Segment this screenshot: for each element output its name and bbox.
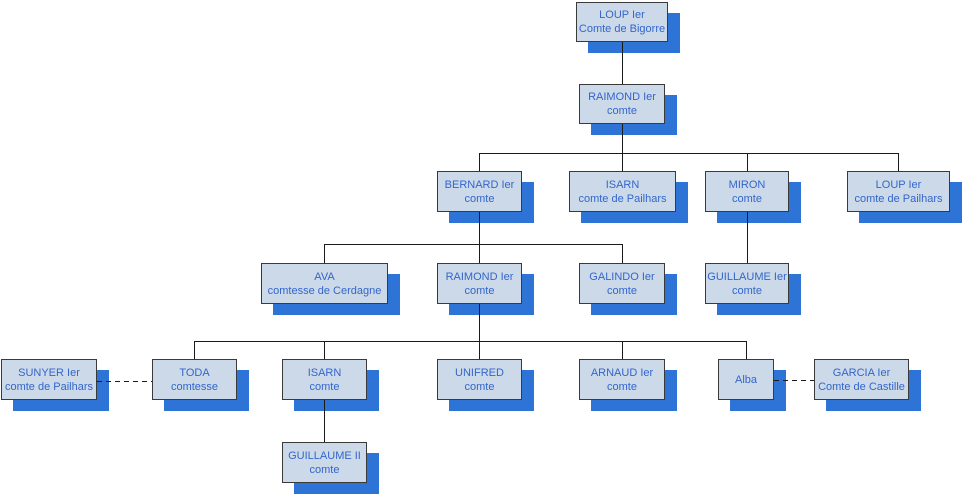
person-name: MIRON [728,178,766,191]
person-name: Alba [734,373,758,386]
person-title: comte [607,380,637,393]
person-title: comte [309,380,340,393]
person-name: ISARN [307,366,342,379]
person-name: RAIMOND Ier [445,270,514,283]
person-title: Comte de Bigorre [578,23,666,35]
person-name: RAIMOND Ier [588,91,656,103]
person-title: comte de Pailhars [4,380,94,393]
person-name: UNIFRED [455,366,504,379]
person-title: comte [464,284,495,297]
person-title: comtesse de Cerdagne [267,284,382,297]
person-title: Comte de Castille [818,380,905,393]
person-title: comte [607,105,637,117]
person-title: comte [732,192,762,205]
person-title: comte [464,380,495,393]
person-title: comte [607,284,637,297]
person-name: GALINDO Ier [589,270,655,283]
person-name: LOUP Ier [875,178,922,191]
person-name: SUNYER Ier [18,366,80,379]
person-name: TODA [179,366,210,379]
person-title: comte [464,192,495,205]
person-name: GARCIA Ier [832,366,891,379]
person-raimond-ier[interactable]: RAIMOND Ier comte [579,84,665,124]
person-name: LOUP Ier [599,9,645,21]
person-title: comte de Pailhars [854,192,943,205]
person-name: ARNAUD Ier [590,366,654,379]
person-name: BERNARD Ier [444,178,515,191]
person-title: comte [309,463,340,476]
person-alba[interactable]: Alba [718,359,774,400]
person-name: GUILLAUME II [288,449,361,462]
person-name: ISARN [605,178,640,191]
person-title: comte [732,284,762,297]
person-title: comte de Pailhars [578,192,667,205]
person-title: comtesse [170,380,219,393]
person-name: AVA [314,270,335,283]
person-name: GUILLAUME Ier [707,270,787,283]
